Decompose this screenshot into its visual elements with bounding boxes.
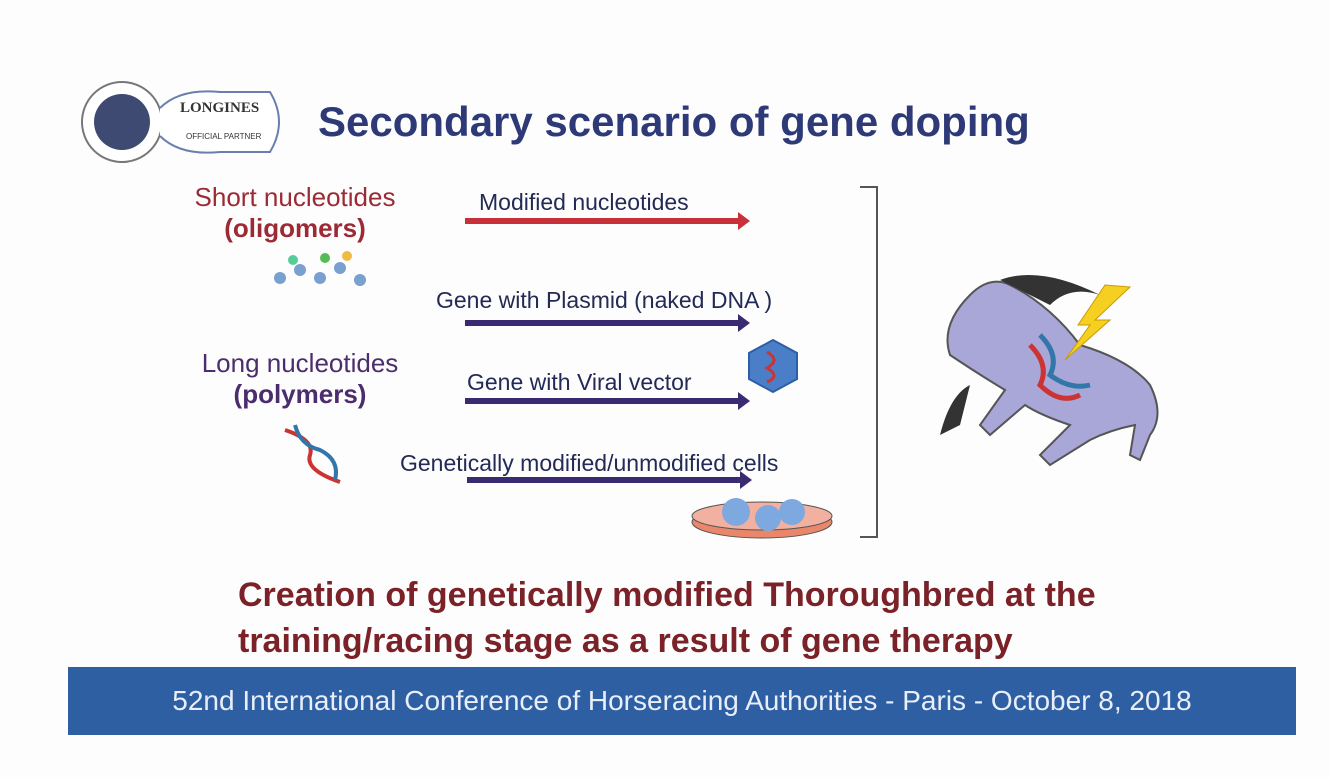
conclusion-line1: Creation of genetically modified Thoroug… xyxy=(238,576,1096,614)
virus-icon xyxy=(748,338,798,394)
oligomer-icon xyxy=(274,251,366,286)
long-line2: (polymers) xyxy=(233,379,367,409)
long-line1: Long nucleotides xyxy=(201,348,399,378)
bracket xyxy=(860,186,878,538)
arrow-label-plasmid: Gene with Plasmid (naked DNA ) xyxy=(436,287,773,313)
footer-banner: 52nd International Conference of Horsera… xyxy=(68,667,1296,735)
conclusion-text: Creation of genetically modified Thoroug… xyxy=(238,572,1096,664)
conclusion-line2: training/racing stage as a result of gen… xyxy=(238,622,1013,660)
long-nucleotides-label: Long nucleotides (polymers) xyxy=(175,348,425,410)
arrow-cells xyxy=(467,471,752,489)
arrow-modified xyxy=(465,212,750,230)
short-line1: Short nucleotides xyxy=(194,182,396,212)
arrow-label-cells: Genetically modified/unmodified cells xyxy=(400,450,779,476)
horse-illustration xyxy=(940,275,1159,467)
arrow-viral xyxy=(465,392,750,410)
logo: LONGINES OFFICIAL PARTNER xyxy=(80,78,290,166)
logo-partner: OFFICIAL PARTNER xyxy=(186,132,262,141)
short-nucleotides-label: Short nucleotides (oligomers) xyxy=(170,182,420,244)
dna-icon xyxy=(284,424,341,484)
arrow-plasmid xyxy=(465,314,750,332)
arrow-label-modified: Modified nucleotides xyxy=(479,189,689,215)
logo-graphic xyxy=(81,81,280,163)
arrow-label-viral: Gene with Viral vector xyxy=(467,369,692,395)
short-line2: (oligomers) xyxy=(224,213,366,243)
petri-dish-icon xyxy=(691,498,833,539)
logo-brand: LONGINES xyxy=(180,100,260,116)
slide-title: Secondary scenario of gene doping xyxy=(318,98,1030,145)
